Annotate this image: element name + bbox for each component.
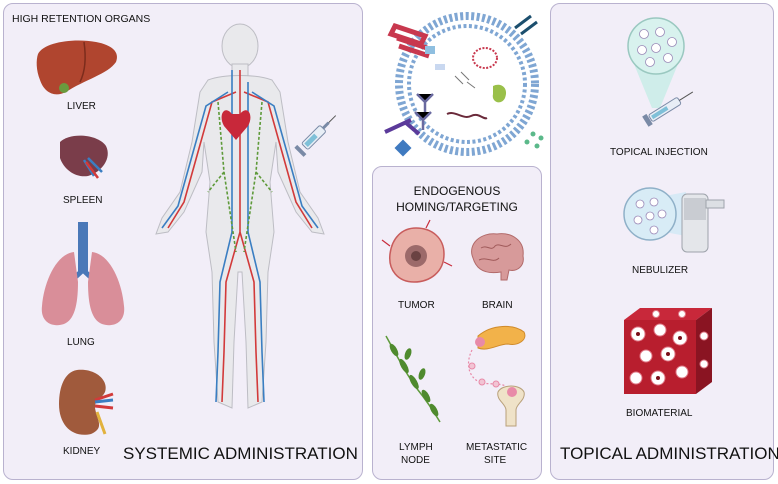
vesicle-icon — [384, 12, 544, 157]
human-body-circulation-icon — [155, 23, 325, 409]
metastatic-site-label-line2: SITE — [484, 455, 507, 466]
biomaterial-label: BIOMATERIAL — [626, 408, 693, 419]
lung-label: LUNG — [67, 337, 95, 348]
liver-icon — [36, 40, 118, 95]
topical-injection-label: TOPICAL INJECTION — [610, 147, 708, 158]
systemic-administration-title: SYSTEMIC ADMINISTRATION — [123, 444, 358, 463]
nebulizer-label: NEBULIZER — [632, 265, 689, 276]
lymph-node-label-line1: LYMPH — [399, 442, 433, 453]
lymph-node-icon — [385, 335, 441, 423]
brain-icon — [471, 233, 524, 281]
lymph-node-label-line2: NODE — [401, 455, 430, 466]
homing-targeting-panel — [372, 166, 542, 480]
syringe-icon — [294, 115, 337, 157]
nebulizer-icon — [623, 187, 725, 253]
metastatic-site-icon — [467, 326, 526, 427]
biomaterial-icon — [624, 308, 712, 394]
kidney-label: KIDNEY — [63, 446, 101, 457]
topical-injection-icon — [627, 17, 694, 127]
spleen-icon — [60, 135, 108, 179]
metastatic-site-label-line1: METASTATIC — [466, 442, 528, 453]
lung-icon — [41, 222, 125, 326]
homing-header-line1: ENDOGENOUS — [413, 184, 501, 198]
brain-label: BRAIN — [482, 300, 513, 311]
tumor-icon — [381, 219, 453, 283]
tumor-label: TUMOR — [398, 300, 435, 311]
kidney-icon — [59, 369, 114, 435]
homing-header-line2: HOMING/TARGETING — [396, 200, 518, 214]
topical-administration-title: TOPICAL ADMINISTRATION — [560, 444, 778, 463]
liver-label: LIVER — [67, 101, 96, 112]
spleen-label: SPLEEN — [63, 195, 103, 206]
high-retention-organs-header: HIGH RETENTION ORGANS — [12, 13, 151, 25]
